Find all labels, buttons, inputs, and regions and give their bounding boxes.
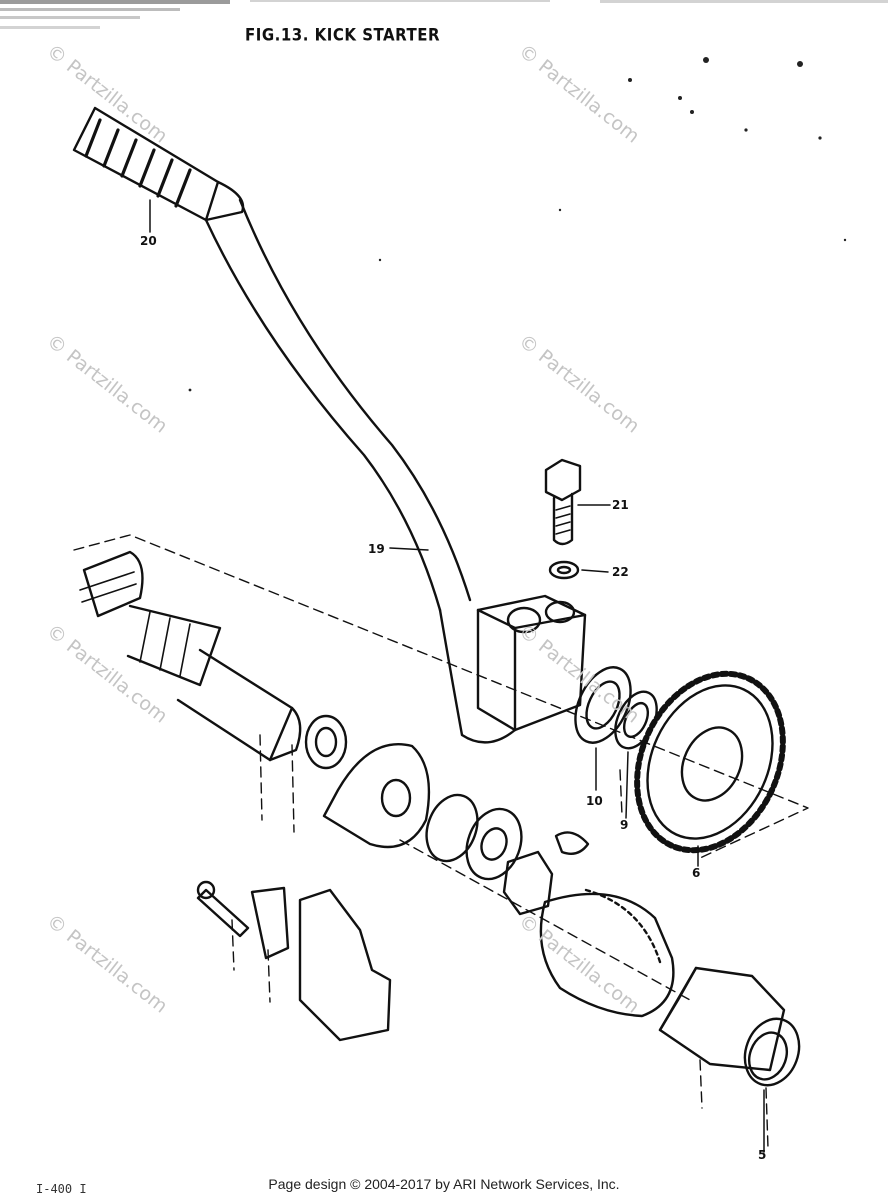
scan-speckle (0, 0, 888, 392)
drawing-code: I-400 I (36, 1182, 87, 1196)
part-label-19: 19 (368, 542, 385, 556)
page-footer: Page design © 2004-2017 by ARI Network S… (268, 1176, 620, 1192)
part-label-22: 22 (612, 565, 629, 579)
bolt-and-washer (544, 458, 582, 580)
leader-lines (149, 199, 765, 1153)
figure-title: FIG.13. KICK STARTER (245, 25, 441, 45)
shaft-guide (658, 966, 801, 1087)
stopper-and-pin (196, 880, 392, 1042)
part-label-10: 10 (586, 794, 603, 808)
exploded-view-guides (73, 534, 809, 1149)
ratchet-and-washers (425, 793, 590, 916)
spring-guide (322, 742, 431, 849)
part-label-20: 20 (140, 234, 157, 248)
part-label-21: 21 (612, 498, 629, 512)
kick-spring (539, 888, 675, 1018)
kick-gear (634, 670, 786, 854)
part-label-5: 5 (758, 1148, 767, 1162)
kick-shaft (79, 550, 348, 770)
part-label-6: 6 (692, 866, 701, 880)
part-label-9: 9 (620, 818, 629, 832)
kick-lever-arm (204, 198, 587, 744)
